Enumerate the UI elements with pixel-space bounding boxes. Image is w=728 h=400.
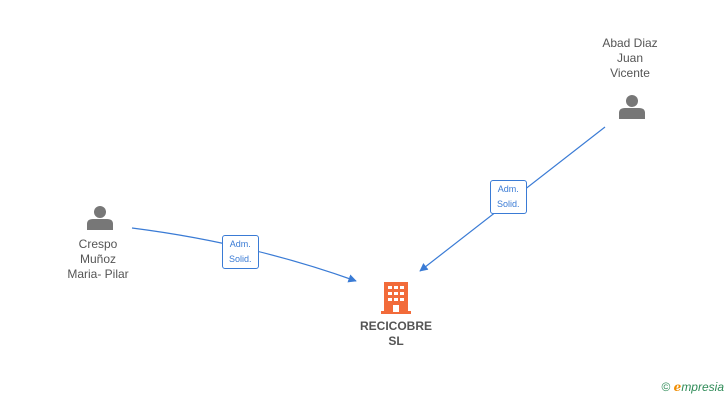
copyright-icon: © [661, 380, 671, 394]
person-name-line: Vicente [610, 66, 650, 80]
person-name-line: Juan [616, 51, 644, 65]
building-icon[interactable] [381, 282, 411, 314]
brand-logo-initial: e [673, 380, 682, 394]
person-label-abad[interactable]: Abad Diaz Juan Vicente [582, 36, 678, 81]
role-line: Solid. [497, 199, 520, 209]
person-name-line: Abad Diaz [602, 36, 658, 50]
company-name-line: RECICOBRE [359, 319, 432, 333]
company-name-line: SL [388, 334, 404, 348]
role-line: Adm. [229, 239, 251, 249]
role-badge-abad: Adm. Solid. [490, 180, 527, 214]
brand-footer[interactable]: © empresia [661, 380, 724, 394]
role-badge-crespo: Adm. Solid. [222, 235, 259, 269]
person-icon[interactable] [619, 95, 645, 119]
person-icon[interactable] [87, 206, 113, 230]
person-name-line: Maria- Pilar [67, 267, 129, 281]
company-label[interactable]: RECICOBRE SL [336, 319, 456, 349]
person-label-crespo[interactable]: Crespo Muñoz Maria- Pilar [50, 237, 146, 282]
person-name-line: Crespo [78, 237, 118, 251]
brand-logo-text: mpresia [681, 380, 724, 394]
person-name-line: Muñoz [79, 252, 117, 266]
role-line: Adm. [497, 184, 519, 194]
role-line: Solid. [229, 254, 252, 264]
